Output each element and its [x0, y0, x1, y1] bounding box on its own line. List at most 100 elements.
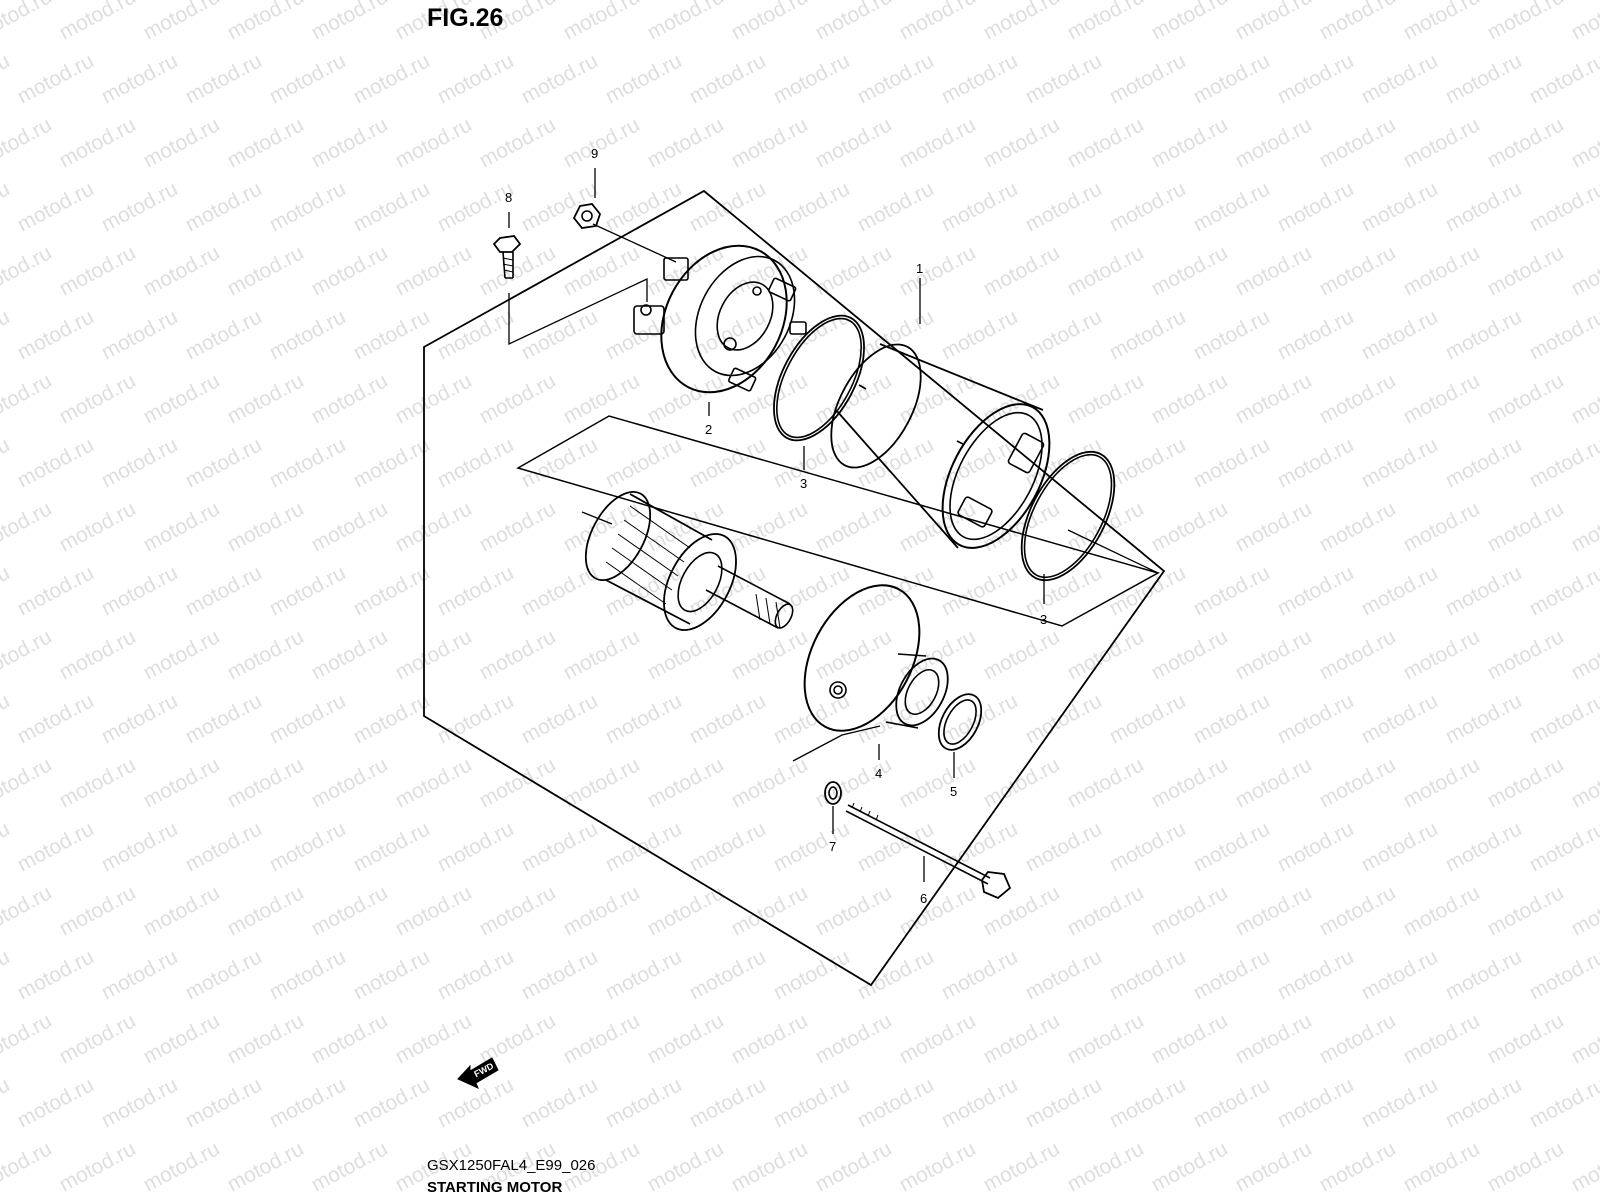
watermark-text: motod.ru — [1316, 369, 1400, 428]
watermark-text: motod.ru — [476, 0, 560, 44]
watermark-text: motod.ru — [1316, 1137, 1400, 1196]
watermark-text: motod.ru — [1568, 113, 1600, 172]
part-number-6: 6 — [920, 891, 927, 906]
watermark-text: motod.ru — [140, 625, 224, 684]
watermark-text: motod.ru — [560, 625, 644, 684]
washer[interactable] — [824, 781, 842, 805]
watermark-text: motod.ru — [1442, 945, 1526, 1004]
watermark-text: motod.ru — [980, 881, 1064, 940]
watermark-text: motod.ru — [56, 0, 140, 44]
watermark-text: motod.ru — [266, 433, 350, 492]
watermark-text: motod.ru — [980, 1009, 1064, 1068]
watermark-text: motod.ru — [476, 113, 560, 172]
watermark-text: motod.ru — [602, 945, 686, 1004]
watermark-text: motod.ru — [896, 753, 980, 812]
watermark-text: motod.ru — [560, 1009, 644, 1068]
shaft-o-ring[interactable] — [930, 687, 990, 757]
watermark-text: motod.ru — [1148, 881, 1232, 940]
watermark-text: motod.ru — [1484, 1009, 1568, 1068]
watermark-text: motod.ru — [812, 1009, 896, 1068]
watermark-text: motod.ru — [1568, 497, 1600, 556]
armature[interactable] — [573, 481, 797, 642]
watermark-text: motod.ru — [0, 1009, 56, 1068]
through-bolt[interactable] — [845, 802, 1012, 900]
watermark-text: motod.ru — [392, 881, 476, 940]
watermark-text: motod.ru — [1316, 625, 1400, 684]
watermark-text: motod.ru — [812, 369, 896, 428]
watermark-text: motod.ru — [1400, 113, 1484, 172]
watermark-text: motod.ru — [812, 625, 896, 684]
o-ring-rear[interactable] — [755, 301, 882, 455]
watermark-text: motod.ru — [224, 881, 308, 940]
watermark-text: motod.ru — [308, 1137, 392, 1196]
watermark-text: motod.ru — [980, 0, 1064, 44]
watermark-text: motod.ru — [1568, 369, 1600, 428]
watermark-text: motod.ru — [266, 561, 350, 620]
watermark-text: motod.ru — [224, 497, 308, 556]
watermark-text: motod.ru — [1400, 1137, 1484, 1196]
watermark-text: motod.ru — [686, 561, 770, 620]
watermark-text: motod.ru — [1316, 0, 1400, 44]
watermark-text: motod.ru — [728, 881, 812, 940]
watermark-text: motod.ru — [518, 305, 602, 364]
watermark-text: motod.ru — [1274, 689, 1358, 748]
watermark-text: motod.ru — [1190, 689, 1274, 748]
watermark-text: motod.ru — [1484, 497, 1568, 556]
watermark-text: motod.ru — [0, 0, 56, 44]
watermark-text: motod.ru — [14, 433, 98, 492]
watermark-text: motod.ru — [1442, 689, 1526, 748]
watermark-text: motod.ru — [14, 1073, 98, 1132]
watermark-text: motod.ru — [1568, 753, 1600, 812]
watermark-text: motod.ru — [1232, 369, 1316, 428]
front-housing[interactable] — [781, 566, 958, 751]
watermark-text: motod.ru — [98, 689, 182, 748]
watermark-text: motod.ru — [980, 625, 1064, 684]
watermark-text: motod.ru — [686, 817, 770, 876]
watermark-text: motod.ru — [812, 241, 896, 300]
watermark-text: motod.ru — [560, 753, 644, 812]
watermark-text: motod.ru — [1148, 369, 1232, 428]
watermark-text: motod.ru — [1526, 561, 1600, 620]
watermark-text: motod.ru — [1232, 0, 1316, 44]
watermark-text: motod.ru — [812, 881, 896, 940]
watermark-text: motod.ru — [854, 1073, 938, 1132]
watermark-text: motod.ru — [434, 817, 518, 876]
o-ring-front[interactable] — [1002, 437, 1133, 595]
watermark-text: motod.ru — [1316, 753, 1400, 812]
brush-holder-end-cover[interactable] — [633, 224, 814, 414]
watermark-text: motod.ru — [1316, 241, 1400, 300]
watermark-text: motod.ru — [476, 369, 560, 428]
watermark-text: motod.ru — [56, 881, 140, 940]
bolt[interactable] — [492, 235, 522, 279]
watermark-text: motod.ru — [1568, 0, 1600, 44]
watermark-text: motod.ru — [1484, 753, 1568, 812]
watermark-text: motod.ru — [182, 561, 266, 620]
watermark-text: motod.ru — [0, 433, 14, 492]
watermark-text: motod.ru — [266, 177, 350, 236]
watermark-text: motod.ru — [602, 49, 686, 108]
watermark-text: motod.ru — [1190, 177, 1274, 236]
watermark-text: motod.ru — [266, 817, 350, 876]
watermark-text: motod.ru — [140, 753, 224, 812]
watermark-text: motod.ru — [1274, 817, 1358, 876]
watermark-text: motod.ru — [1358, 945, 1442, 1004]
watermark-text: motod.ru — [1064, 881, 1148, 940]
watermark-text: motod.ru — [56, 497, 140, 556]
watermark-text: motod.ru — [1316, 1009, 1400, 1068]
watermark-text: motod.ru — [434, 689, 518, 748]
watermark-text: motod.ru — [728, 1009, 812, 1068]
watermark-text: motod.ru — [14, 689, 98, 748]
watermark-text: motod.ru — [1022, 1073, 1106, 1132]
part-number-5: 5 — [950, 784, 957, 799]
watermark-text: motod.ru — [1022, 49, 1106, 108]
watermark-text: motod.ru — [980, 113, 1064, 172]
watermark-text: motod.ru — [1106, 305, 1190, 364]
watermark-text: motod.ru — [1484, 369, 1568, 428]
watermark-text: motod.ru — [518, 49, 602, 108]
watermark-text: motod.ru — [350, 177, 434, 236]
watermark-text: motod.ru — [770, 817, 854, 876]
watermark-text: motod.ru — [560, 113, 644, 172]
watermark-text: motod.ru — [98, 49, 182, 108]
watermark-text: motod.ru — [98, 945, 182, 1004]
